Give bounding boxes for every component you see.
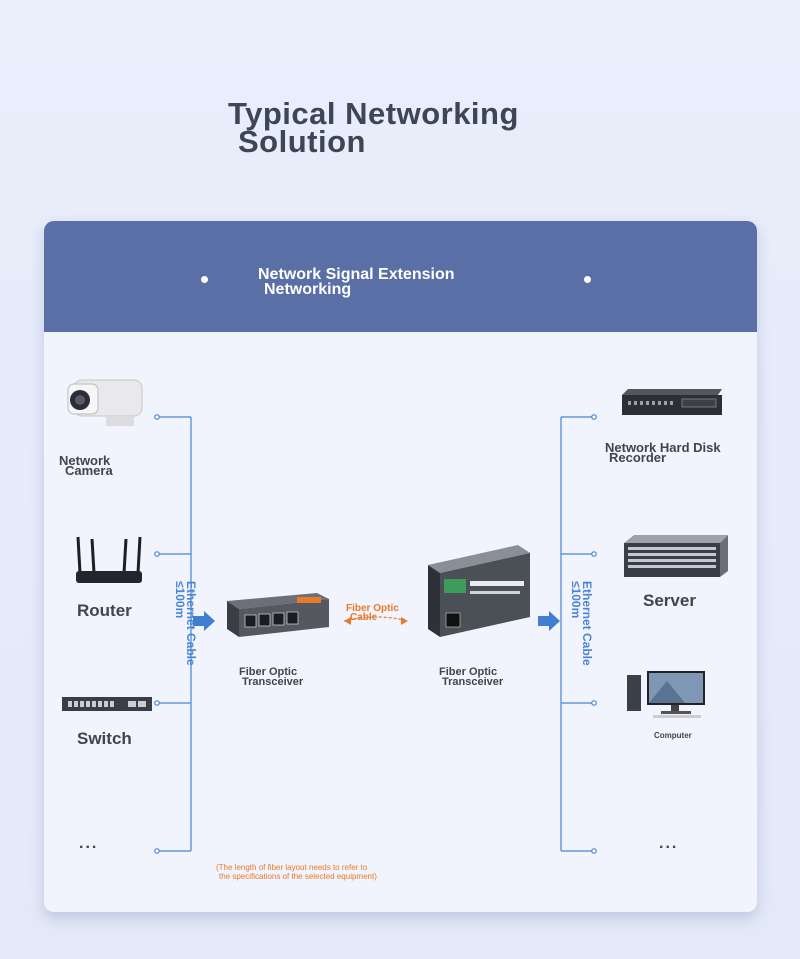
fiber-length-note: (The length of fiber layout needs to ref…	[216, 863, 377, 881]
right-cable-line2: ≤100m	[569, 581, 583, 619]
left-cable-line2: ≤100m	[173, 581, 187, 619]
router-label: Router	[77, 601, 132, 620]
connection-lines	[154, 414, 597, 854]
switch-label: Switch	[77, 729, 132, 748]
header-title: Network Signal Extension Networking	[258, 266, 558, 298]
page-title-line2: Solution	[238, 124, 366, 159]
camera-icon	[66, 376, 146, 433]
transceiver-right-line2: Transceiver	[442, 676, 504, 688]
computer-label: Computer	[654, 731, 692, 740]
arrow-right-icon	[193, 611, 215, 636]
note-line2: the specifications of the selected equip…	[219, 872, 377, 881]
transceiver-left-line1: Fiber Optic	[239, 666, 298, 678]
server-icon	[624, 535, 728, 586]
card-header: Network Signal Extension Networking	[44, 221, 757, 332]
note-line1: (The length of fiber layout needs to ref…	[216, 863, 368, 872]
left-cable-label: Ethernet Cable ≤100m	[173, 581, 198, 666]
diagram-card: Network Signal Extension Networking	[44, 221, 757, 912]
right-more-label: ...	[659, 835, 679, 852]
left-cable-line1: Ethernet Cable	[184, 581, 198, 666]
right-cable-line1: Ethernet Cable	[580, 581, 594, 666]
computer-icon	[627, 671, 707, 724]
transceiver-left-label: Fiber Optic Transceiver	[239, 666, 304, 688]
nvr-label: Network Hard Disk Recorder	[605, 440, 721, 465]
header-title-line2: Networking	[264, 281, 352, 298]
arrow-right-icon	[538, 611, 560, 636]
switch-icon	[62, 695, 152, 718]
page-title: Typical Networking Solution	[228, 98, 578, 159]
router-icon	[74, 533, 144, 594]
media-converter-icon	[426, 543, 532, 644]
left-more-label: ...	[79, 835, 99, 852]
camera-label-line2: Camera	[65, 463, 113, 478]
fiber-line2: Cable	[350, 612, 378, 623]
header-title-line1: Network Signal Extension	[258, 266, 455, 283]
header-dot-left	[201, 276, 208, 283]
nvr-label-line2: Recorder	[609, 450, 667, 465]
camera-label: Network Camera	[59, 453, 113, 478]
fiber-cable-label: Fiber Optic Cable	[346, 603, 399, 623]
header-dot-right	[584, 276, 591, 283]
fiber-line1: Fiber Optic	[346, 603, 399, 614]
camera-label-line1: Network	[59, 453, 111, 468]
transceiver-left-line2: Transceiver	[242, 676, 304, 688]
nvr-label-line1: Network Hard Disk	[605, 440, 721, 455]
right-cable-label: Ethernet Cable ≤100m	[569, 581, 594, 666]
transceiver-right-label: Fiber Optic Transceiver	[439, 666, 504, 688]
server-label: Server	[643, 591, 696, 610]
nvr-icon	[622, 389, 722, 422]
transceiver-right-line1: Fiber Optic	[439, 666, 498, 678]
media-converter-icon	[221, 591, 331, 648]
page-title-line1: Typical Networking	[228, 96, 519, 131]
